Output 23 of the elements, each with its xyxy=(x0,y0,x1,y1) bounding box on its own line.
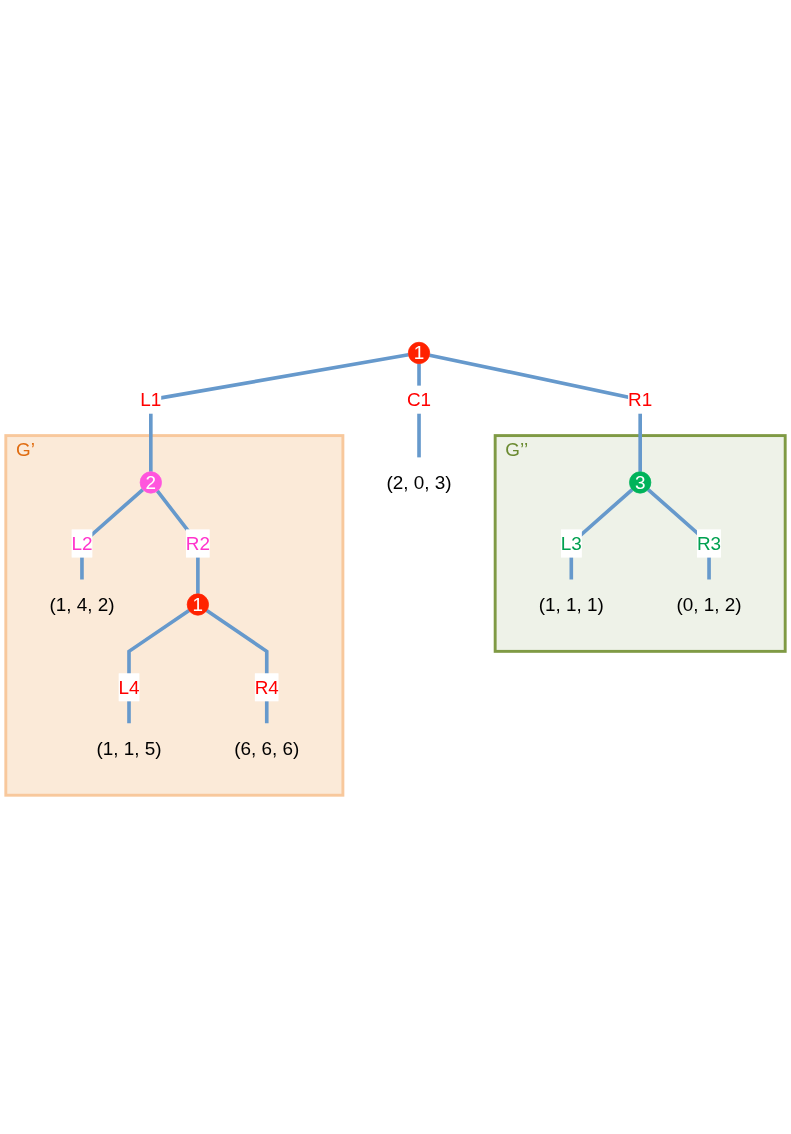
node-circle xyxy=(186,593,209,616)
node-circle xyxy=(407,341,431,365)
edge-label: L2 xyxy=(71,532,93,555)
edge-label: R4 xyxy=(254,676,279,698)
node-text: (1, 1, 5) xyxy=(96,737,162,759)
edge-label: R1 xyxy=(628,388,653,411)
node-circle xyxy=(139,471,162,494)
edge-label: L1 xyxy=(140,388,162,411)
node-text: (0, 1, 2) xyxy=(676,593,742,616)
edge-label: R2 xyxy=(185,532,210,555)
edge-label: L4 xyxy=(118,676,140,698)
node-text: (6, 6, 6) xyxy=(234,737,300,759)
connector xyxy=(149,353,409,472)
edge-label: L3 xyxy=(560,532,582,555)
node-circle xyxy=(629,471,652,494)
cluster xyxy=(493,434,787,653)
edge-label: R3 xyxy=(696,532,722,555)
cluster xyxy=(4,434,345,797)
node-text: (1, 1, 1) xyxy=(538,593,604,616)
connector xyxy=(429,353,642,472)
node-text: (2, 0, 3) xyxy=(386,471,452,493)
node-text: (1, 4, 2) xyxy=(49,593,115,616)
edge-label: C1 xyxy=(406,388,432,411)
